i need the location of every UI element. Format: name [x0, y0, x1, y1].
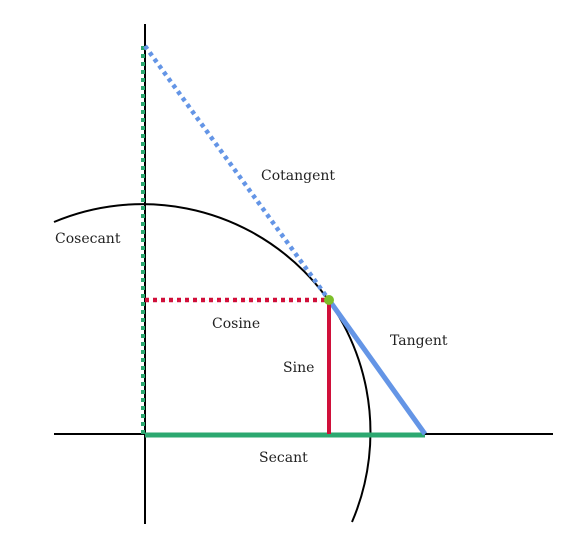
- cotangent-label: Cotangent: [261, 168, 335, 184]
- cosecant-label: Cosecant: [55, 231, 121, 247]
- cosine-label: Cosine: [212, 316, 260, 332]
- sine-label: Sine: [283, 360, 314, 376]
- circle-point: [324, 295, 334, 305]
- tangent-label: Tangent: [390, 333, 448, 349]
- unit-circle: [53, 203, 372, 523]
- secant-label: Secant: [259, 450, 308, 466]
- tangent-segment: [326, 298, 428, 436]
